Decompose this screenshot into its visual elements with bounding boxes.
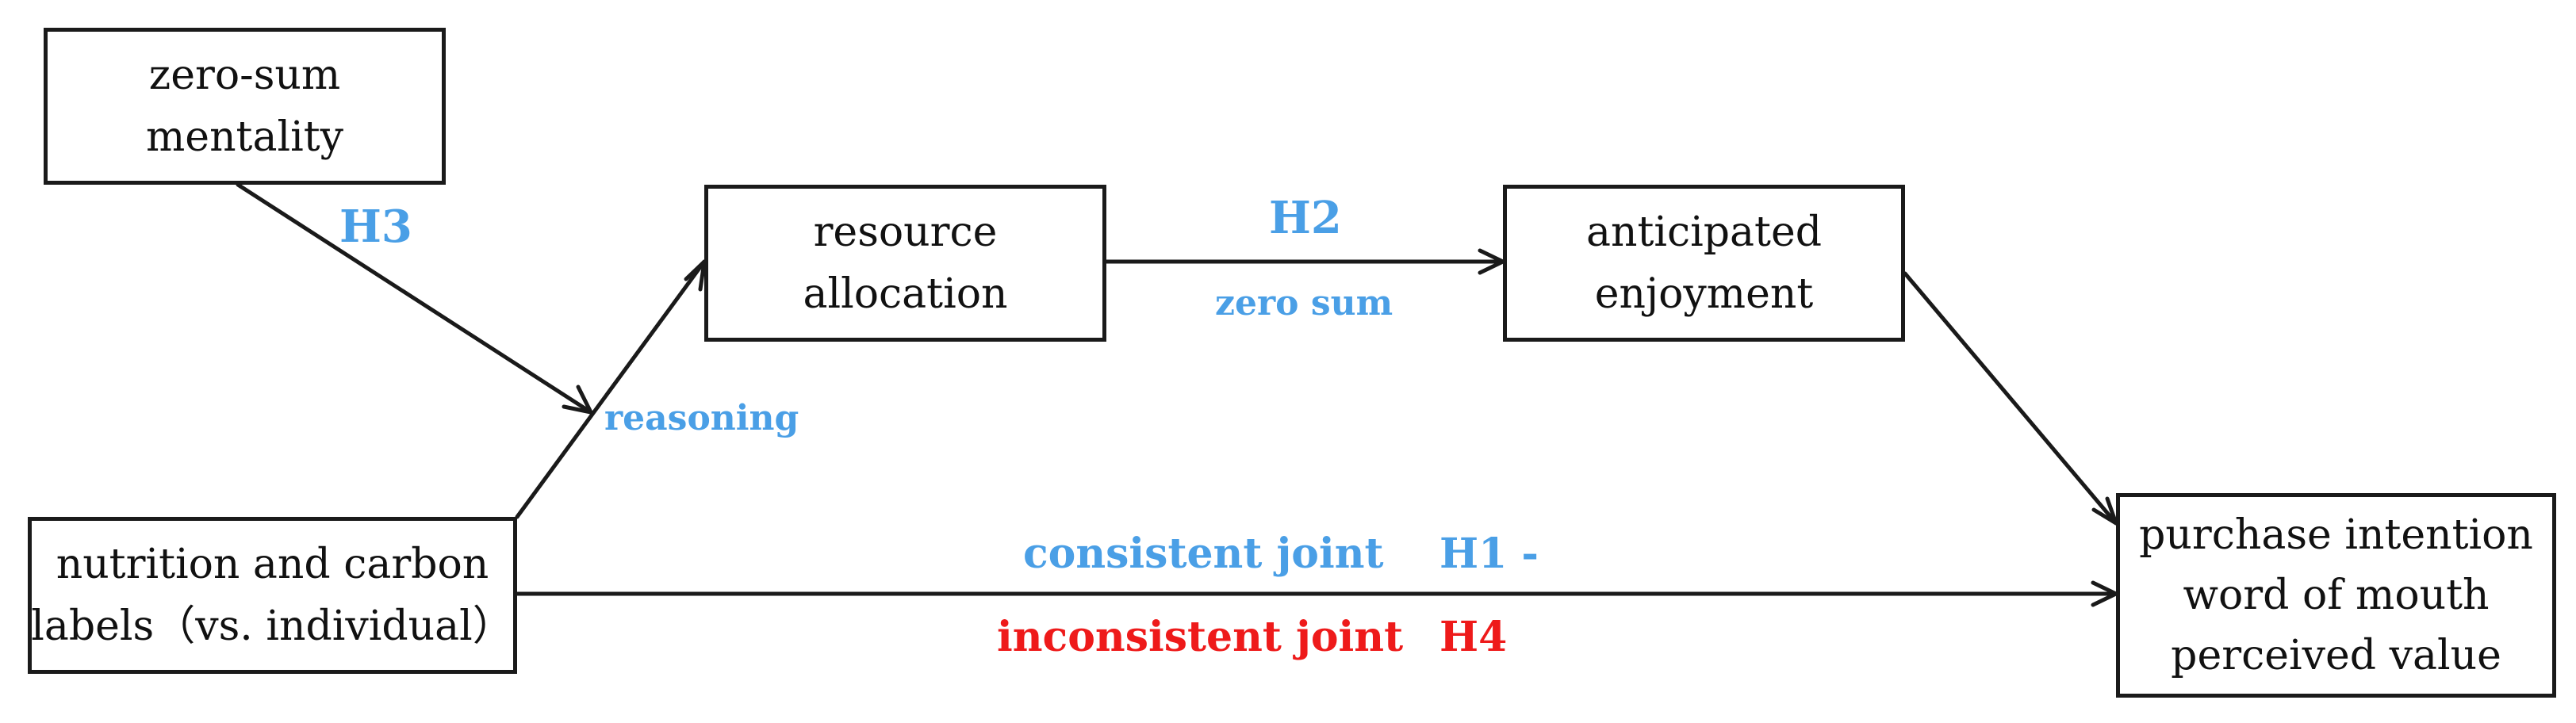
label-h4: H4 <box>1439 613 1508 661</box>
label-reasoning: reasoning <box>604 398 799 438</box>
label-zero-sum: zero sum <box>1215 283 1393 323</box>
node-resource-allocation-line-2: allocation <box>803 270 1008 318</box>
node-anticipated-enjoyment-line-1: anticipated <box>1585 208 1823 256</box>
label-h1: H1 - <box>1439 530 1539 578</box>
node-outcomes-line-1: purchase intention <box>2139 511 2533 559</box>
label-inconsistent-joint: inconsistent joint <box>997 613 1404 661</box>
label-consistent-joint: consistent joint <box>1023 530 1384 578</box>
arrow-enjoyment-to-outcomes <box>1903 271 2118 526</box>
label-h2: H2 <box>1269 192 1342 244</box>
node-nutrition-carbon-labels: nutrition and carbon labels（vs. individu… <box>28 517 517 674</box>
arrow-labels-to-outcomes <box>515 580 2118 607</box>
node-anticipated-enjoyment: anticipated enjoyment <box>1503 185 1905 342</box>
node-zero-sum-mentality: zero-sum mentality <box>44 28 446 185</box>
node-anticipated-enjoyment-line-2: enjoyment <box>1594 270 1814 318</box>
arrow-mentality-to-reasoning <box>236 182 593 415</box>
node-outcomes: purchase intention word of mouth perceiv… <box>2116 493 2556 698</box>
node-resource-allocation: resource allocation <box>704 185 1106 342</box>
node-resource-allocation-line-1: resource <box>813 208 998 256</box>
node-labels-line-1: nutrition and carbon <box>56 541 489 588</box>
node-outcomes-line-3: perceived value <box>2171 632 2501 679</box>
label-h3: H3 <box>339 201 412 253</box>
node-outcomes-line-2: word of mouth <box>2183 572 2490 619</box>
node-zero-sum-mentality-line-2: mentality <box>145 113 343 161</box>
arrow-resource-to-enjoyment <box>1104 248 1505 275</box>
node-zero-sum-mentality-line-1: zero-sum <box>148 52 341 99</box>
node-labels-line-2: labels（vs. individual） <box>31 602 514 650</box>
arrow-labels-to-resource <box>515 259 707 519</box>
